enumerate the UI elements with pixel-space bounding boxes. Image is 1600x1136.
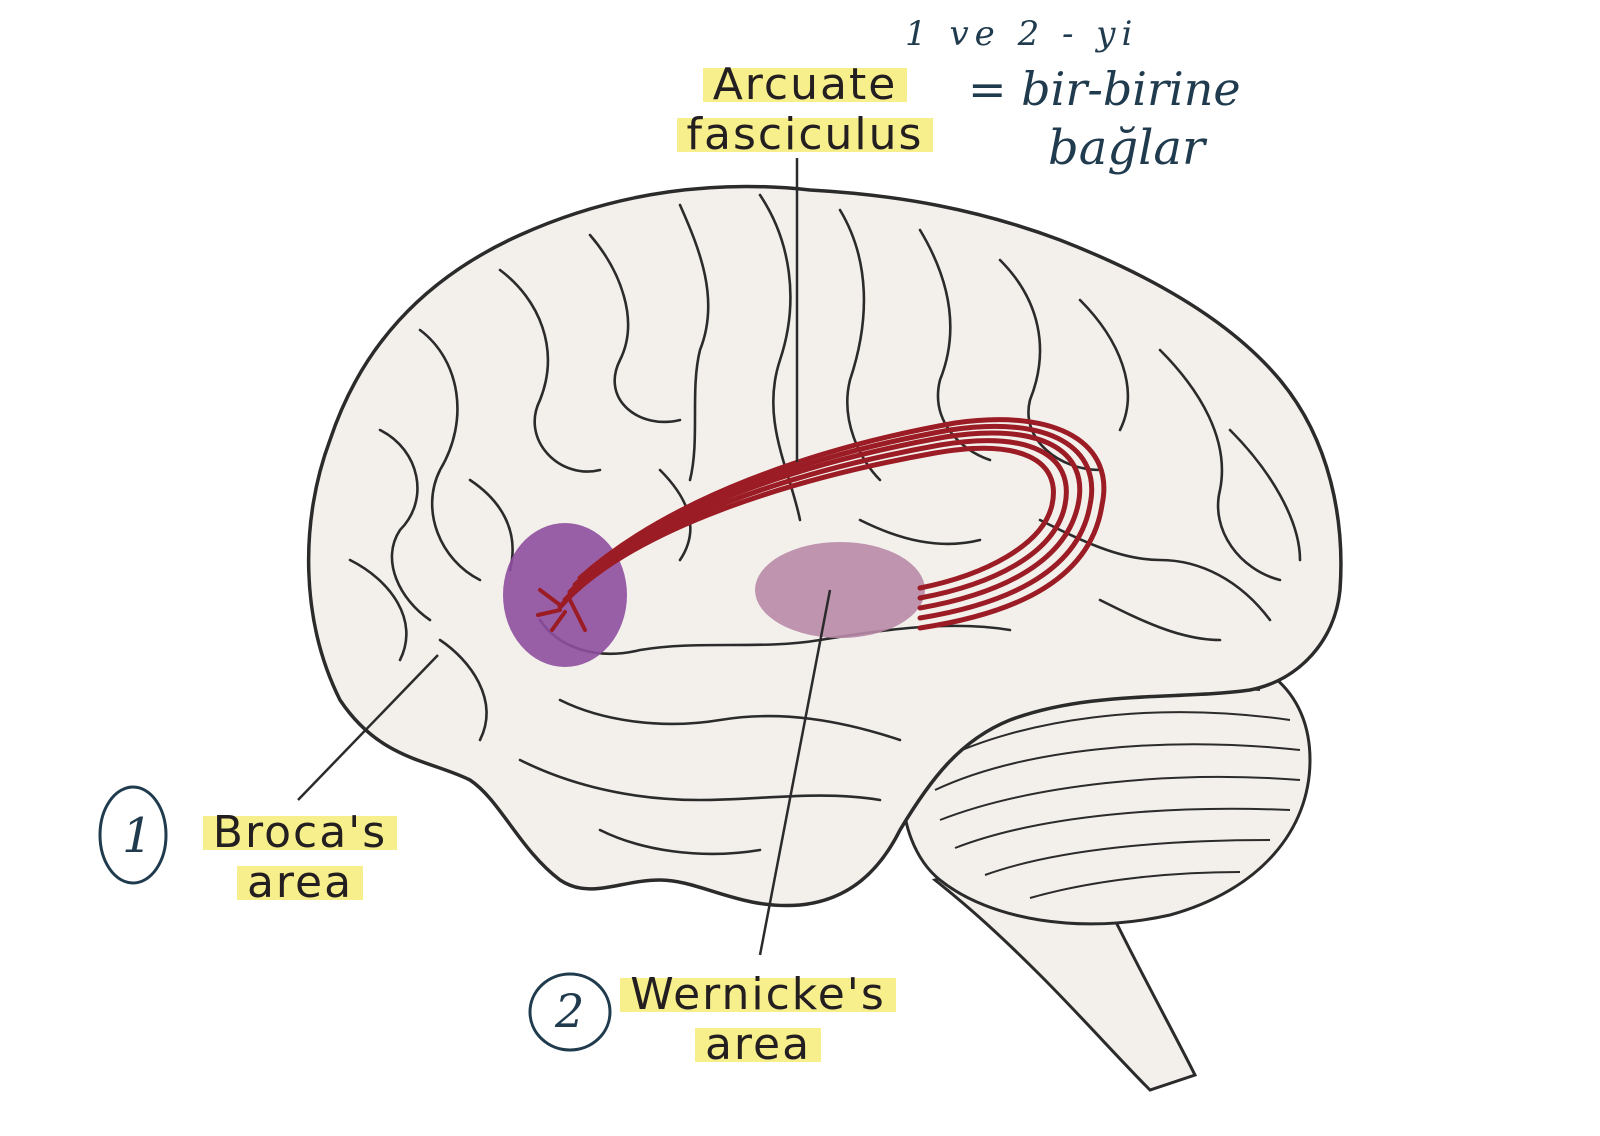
handwritten-number-1: 1 xyxy=(122,808,153,864)
wernicke-area-region xyxy=(755,542,925,638)
handwritten-note-line1: 1 ve 2 - yi xyxy=(905,14,1139,54)
arcuate-label-line2: fasciculus xyxy=(676,113,934,157)
broca-label-line1: Broca's xyxy=(202,811,398,855)
wernicke-area-label: Wernicke's area xyxy=(608,970,908,1070)
broca-area-label: Broca's area xyxy=(190,808,410,908)
arcuate-fasciculus-bundle xyxy=(557,417,1107,631)
handwritten-note-line2: = bir-birine xyxy=(968,62,1241,116)
circle-number-2 xyxy=(528,972,612,1052)
arcuate-fasciculus-label: Arcuate fasciculus xyxy=(660,60,950,160)
handwritten-note-line3: bağlar xyxy=(1048,120,1205,176)
circle-number-1 xyxy=(98,785,168,885)
broca-leader-line xyxy=(297,654,439,801)
fasciculus-branches xyxy=(536,588,587,632)
wernicke-label-line2: area xyxy=(694,1023,822,1067)
wernicke-label-line1: Wernicke's xyxy=(620,973,896,1017)
broca-label-line2: area xyxy=(236,861,364,905)
wernicke-leader-line xyxy=(758,589,832,956)
broca-area-region xyxy=(503,523,627,667)
arcuate-label-line1: Arcuate xyxy=(702,63,908,107)
handwritten-number-2: 2 xyxy=(555,984,585,1038)
